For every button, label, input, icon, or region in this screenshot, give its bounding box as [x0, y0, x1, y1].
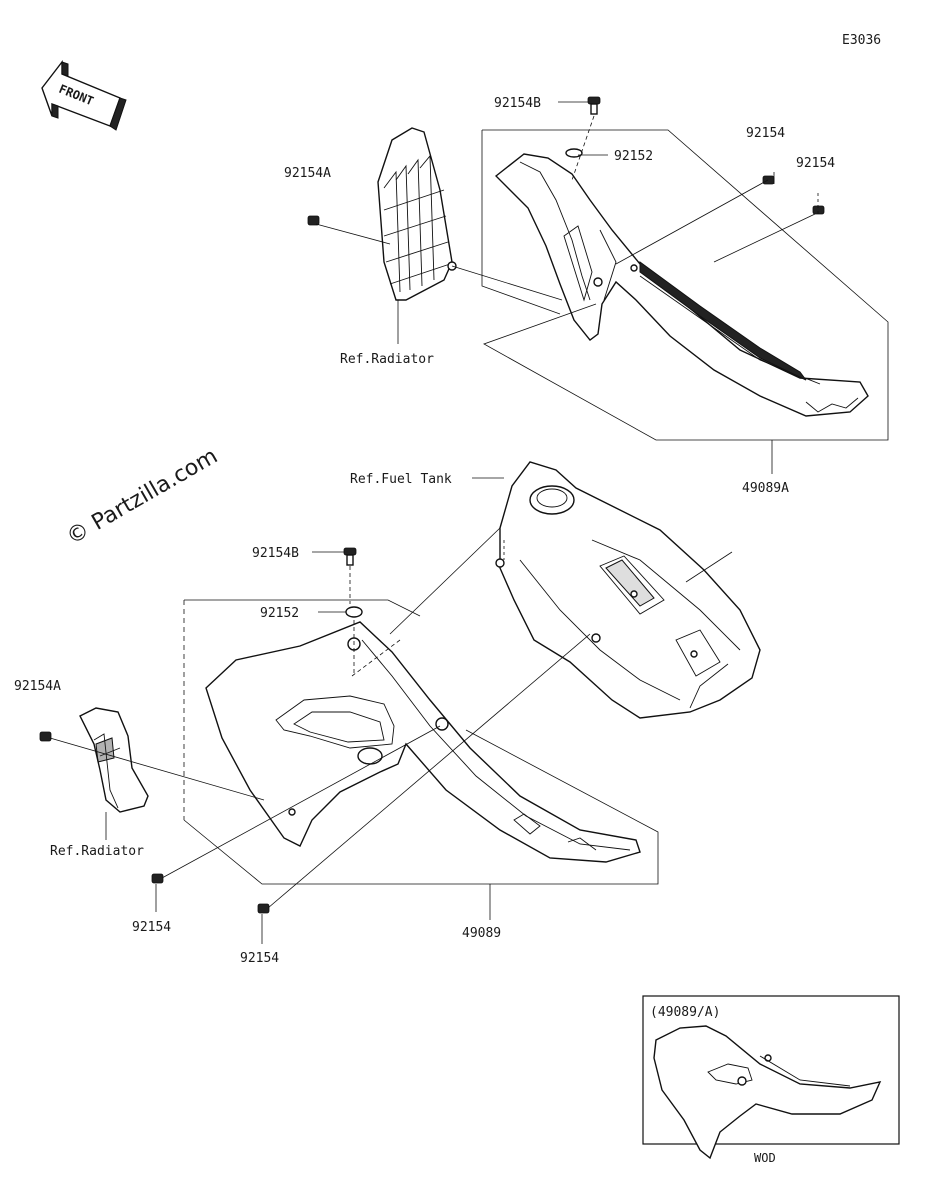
side-shroud-49089	[205, 621, 641, 863]
bottom-leader-lines	[49, 477, 733, 944]
bolt-92154-top-a-icon	[762, 175, 775, 185]
bolt-92154-bottom-a-icon	[151, 873, 164, 884]
fuel-tank	[495, 461, 761, 719]
callout-bottom-92154B: 92154B	[252, 546, 299, 561]
bolt-92154A-bottom-icon	[39, 731, 52, 742]
radiator-guard-top	[377, 127, 457, 301]
bolt-92154B-bottom-icon	[343, 547, 357, 566]
callout-bottom-92154A: 92154A	[14, 679, 61, 694]
callout-top-92154A: 92154A	[284, 166, 331, 181]
bolt-92154A-top-icon	[307, 215, 320, 226]
callout-bottom-92154-b: 92154	[240, 951, 279, 966]
washer-92152-bottom-icon	[345, 606, 363, 618]
callout-top-92154B: 92154B	[494, 96, 541, 111]
side-shroud-49089A	[494, 153, 869, 417]
watermark: © Partzilla.com	[63, 444, 223, 551]
inset-title: (49089/A)	[650, 1005, 720, 1020]
callout-bottom-92154-a: 92154	[132, 920, 171, 935]
inset-caption: WOD	[754, 1151, 776, 1165]
bolt-92154-top-b-icon	[812, 205, 825, 215]
front-arrow-icon: FRONT	[41, 59, 127, 131]
callout-bottom-49089: 49089	[462, 926, 501, 941]
callout-top-92152: 92152	[614, 149, 653, 164]
top-leader-lines	[315, 101, 889, 474]
callout-top-ref-radiator: Ref.Radiator	[340, 352, 434, 367]
variant-inset	[642, 995, 900, 1160]
radiator-guard-bottom	[79, 707, 149, 813]
callout-bottom-ref-radiator: Ref.Radiator	[50, 844, 144, 859]
bolt-92154-bottom-b-icon	[257, 903, 270, 914]
washer-92152-top-icon	[565, 148, 583, 158]
callout-top-49089A: 49089A	[742, 481, 789, 496]
bolt-92154B-top-icon	[587, 96, 601, 115]
diagram-id: E3036	[842, 33, 881, 48]
callout-top-92154-a: 92154	[746, 126, 785, 141]
callout-ref-fuel-tank: Ref.Fuel Tank	[350, 472, 452, 487]
callout-bottom-92152: 92152	[260, 606, 299, 621]
callout-top-92154-b: 92154	[796, 156, 835, 171]
